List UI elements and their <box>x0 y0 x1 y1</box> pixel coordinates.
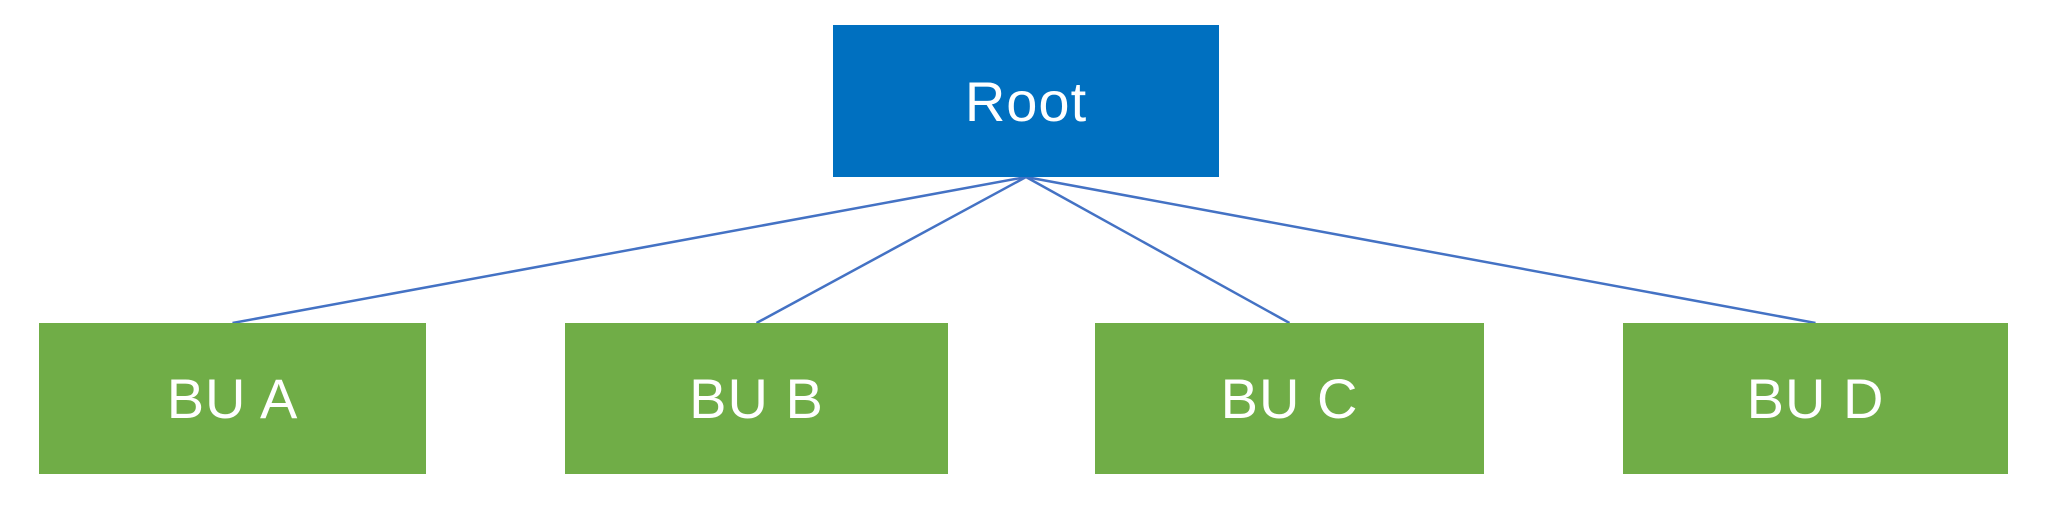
node-label: Root <box>964 69 1088 133</box>
node-bu-d: BU D <box>1623 323 2008 474</box>
connector-line <box>1025 175 1816 325</box>
node-label: BU C <box>1220 367 1359 430</box>
node-bu-b: BU B <box>565 323 948 474</box>
node-root: Root <box>833 25 1219 177</box>
node-label: BU B <box>689 367 824 430</box>
node-bu-a: BU A <box>39 323 426 474</box>
connector-line <box>232 175 1027 325</box>
node-label: BU D <box>1746 367 1885 430</box>
connector-line <box>755 175 1027 325</box>
node-label: BU A <box>166 367 299 430</box>
node-bu-c: BU C <box>1095 323 1484 474</box>
connector-line <box>1025 175 1291 325</box>
